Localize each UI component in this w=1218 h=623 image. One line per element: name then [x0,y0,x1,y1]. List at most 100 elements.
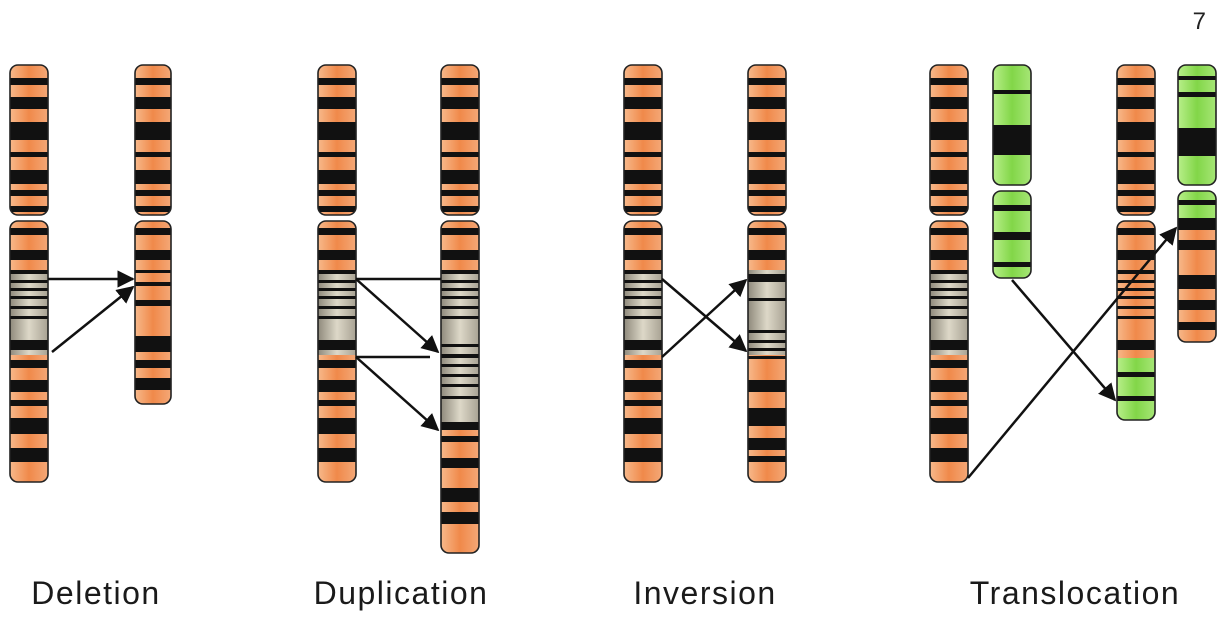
chromosome-band [1117,280,1155,283]
chromosome-band [1117,152,1155,157]
chromosome-band [441,152,479,157]
chromosome-band [930,280,968,283]
label-duplication: Duplication [314,575,489,612]
chromosome-translocation-orange-mutant [1117,65,1155,420]
chromosome-band [624,296,662,299]
chromosome-band [748,340,786,343]
chromosome-band [10,97,48,109]
chromosome-band [441,344,479,347]
chromosome-band [1117,296,1155,299]
arrow-deletion-bottom [52,287,133,352]
chromosome-band [1178,200,1216,205]
chromosome-band [441,296,479,299]
label-translocation: Translocation [970,575,1180,612]
chromosome-band [1117,270,1155,274]
chromosome-band [993,205,1031,211]
chromosome-band [10,170,48,184]
chromosome-band [318,380,356,392]
chromosome-duplication-mutant [441,65,479,553]
chromosome-band [135,190,171,196]
chromosome-band [135,122,171,140]
chromosome-band [930,418,968,434]
chromosome-band [624,448,662,462]
chromosome-band [993,125,1031,155]
chromosome-band [930,78,968,85]
chromosome-band [1178,128,1216,156]
chromosome-band [1178,76,1216,80]
chromosome-band [1117,97,1155,109]
chromosome-band [318,228,356,235]
chromosome-deletion-mutant [135,65,171,404]
chromosome-band [624,280,662,283]
chromosome-band [135,360,171,368]
chromosome-band [318,360,356,368]
chromosome-band [441,512,479,524]
chromosome-band [624,206,662,212]
arrow-inversion-1 [662,279,746,351]
chromosome-band [748,228,786,235]
chromosome-band [1178,92,1216,97]
chromosome-band [318,400,356,406]
chromosome-band [930,190,968,196]
chromosome-band [748,298,786,301]
chromosome-band [1117,78,1155,85]
chromosome-band [10,316,48,319]
label-inversion: Inversion [633,575,776,612]
chromosome-band [624,152,662,157]
chromosome-band [135,206,171,212]
chromosome-band [10,270,48,274]
chromosome-band [441,190,479,196]
chromosome-band [10,380,48,392]
chromosome-band [1117,228,1155,235]
label-deletion: Deletion [31,575,160,612]
chromosome-band [624,340,662,350]
chromosome-band [135,336,171,352]
chromosome-band [441,170,479,184]
chromosome-band [624,270,662,274]
arrow-translocation-1 [1012,280,1115,400]
chromosome-band [930,340,968,350]
chromosome-band [930,250,968,260]
chromosome-band [441,280,479,283]
chromosome-band [135,270,171,273]
chromosome-band [318,206,356,212]
chromosome-band [135,152,171,157]
chromosome-band [748,250,786,260]
chromosome-band [135,97,171,109]
chromosome-band [624,306,662,309]
chromosome-band [748,408,786,426]
chromosome-band [441,384,479,387]
chromosome-band [318,288,356,291]
chromosome-band [930,288,968,291]
chromosome-translocation-orange-normal [930,65,968,482]
chromosome-band [1117,340,1155,350]
chromosome-band [441,436,479,442]
chromosome-band [441,206,479,212]
chromosome-band [441,288,479,291]
chromosome-band [930,228,968,235]
chromosome-band [624,78,662,85]
chromosome-band [930,448,968,462]
chromosome-band [135,228,171,235]
chromosome-band [624,170,662,184]
chromosome-band [624,250,662,260]
chromosome-band [318,170,356,184]
chromosome-band [993,262,1031,267]
chromosome-band [135,78,171,85]
chromosome-band [10,206,48,212]
chromosome-band [10,152,48,157]
chromosome-band [318,316,356,319]
chromosome-band [441,488,479,502]
chromosome-band [10,400,48,406]
chromosome-band [930,152,968,157]
chromosome-band [624,288,662,291]
chromosome-band [624,360,662,368]
chromosome-band [10,190,48,196]
chromosome-band [441,306,479,309]
chromosome-band [1117,206,1155,212]
chromosome-translocation-green-normal [993,65,1031,278]
chromosome-band [748,356,786,359]
chromosome-band [624,380,662,392]
chromosome-band [930,306,968,309]
